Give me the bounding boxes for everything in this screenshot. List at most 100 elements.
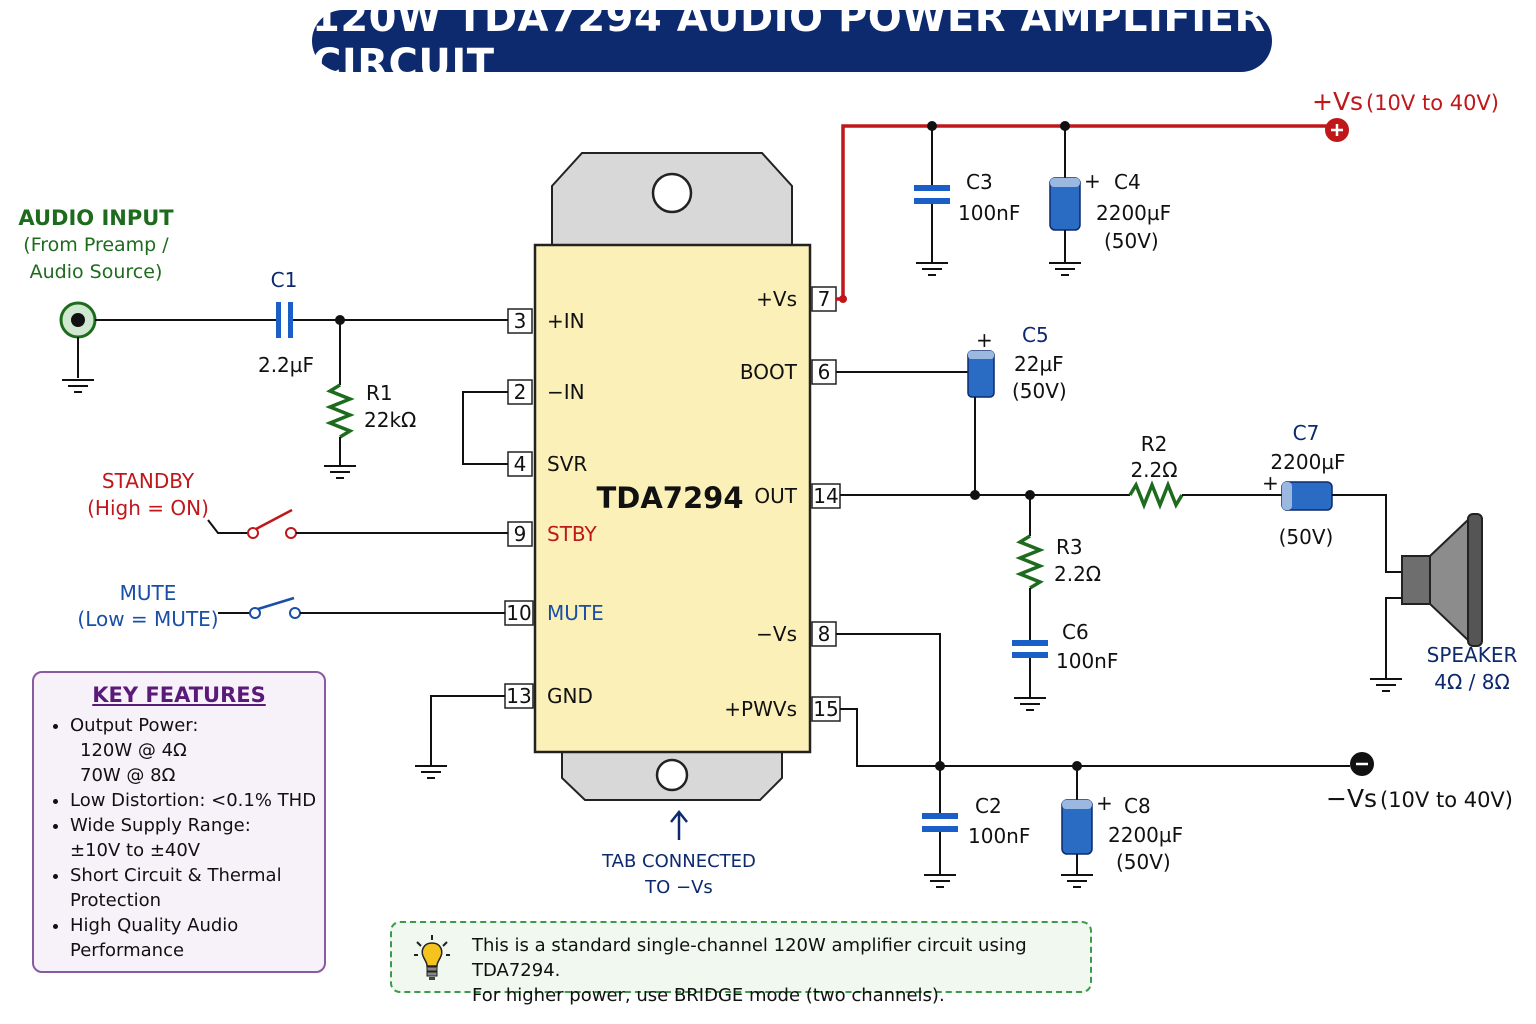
svg-text:+: +: [1096, 791, 1113, 815]
svg-text:2200µF: 2200µF: [1096, 201, 1171, 225]
svg-text:(50V): (50V): [1012, 379, 1067, 403]
svg-text:2.2Ω: 2.2Ω: [1054, 562, 1101, 586]
svg-text:R2: R2: [1141, 432, 1168, 456]
pin-9-label: STBY: [547, 522, 598, 546]
pin-2-num: 2: [514, 380, 527, 404]
svg-text:C3: C3: [966, 170, 993, 194]
key-features-heading: KEY FEATURES: [92, 683, 266, 707]
tab-note: TAB CONNECTED TO −Vs: [601, 809, 756, 898]
pin-4-label: SVR: [547, 452, 587, 476]
resistor-r2: R2 2.2Ω: [1128, 432, 1184, 510]
audio-input-label: AUDIO INPUT (From Preamp / Audio Source): [18, 206, 174, 283]
svg-text:2.2µF: 2.2µF: [258, 353, 314, 377]
svg-text:(50V): (50V): [1104, 229, 1159, 253]
pin-15-num: 15: [813, 697, 838, 721]
feature-item: Wide Supply Range: ±10V to ±40V: [70, 813, 324, 863]
capacitor-c1: C1 2.2µF: [258, 268, 314, 377]
feature-item: Low Distortion: <0.1% THD: [70, 788, 324, 813]
svg-text:(50V): (50V): [1116, 850, 1171, 874]
svg-text:C8: C8: [1124, 794, 1151, 818]
resistor-r3: R3 2.2Ω: [1015, 534, 1101, 590]
right-pins: 7 +Vs 6 BOOT 14 OUT 8 −Vs 15 +PWVs: [724, 286, 841, 722]
pin-8-label: −Vs: [756, 622, 797, 646]
svg-text:100nF: 100nF: [958, 201, 1020, 225]
svg-text:100nF: 100nF: [1056, 649, 1118, 673]
pin-7-num: 7: [818, 287, 831, 311]
capacitor-c7: + C7 2200µF (50V): [1262, 421, 1346, 549]
mute-switch-icon: [218, 596, 505, 619]
svg-text:+: +: [976, 328, 993, 352]
capacitor-c5: + C5 22µF (50V): [967, 323, 1067, 403]
pin-4-num: 4: [514, 452, 527, 476]
supply-neg-label: −Vs: [1326, 784, 1377, 813]
left-pins: 3 +IN 2 −IN 4 SVR 9 STBY 10 MUTE 13 GND: [504, 308, 604, 709]
svg-text:C6: C6: [1062, 620, 1089, 644]
svg-text:TAB CONNECTED: TAB CONNECTED: [601, 851, 756, 872]
standby-switch-icon: [207, 508, 508, 539]
svg-text:MUTE: MUTE: [120, 581, 177, 605]
svg-text:2200µF: 2200µF: [1270, 450, 1345, 474]
pin-10-label: MUTE: [547, 601, 604, 625]
pin-2-label: −IN: [547, 380, 585, 404]
svg-text:22kΩ: 22kΩ: [364, 408, 416, 432]
standby-label: STANDBY (High = ON): [87, 469, 209, 520]
svg-text:R3: R3: [1056, 535, 1083, 559]
svg-text:22µF: 22µF: [1014, 352, 1064, 376]
svg-text:C1: C1: [271, 268, 298, 292]
pin-6-label: BOOT: [740, 360, 798, 384]
svg-text:STANDBY: STANDBY: [102, 469, 195, 493]
rca-jack-icon: [59, 301, 97, 393]
svg-text:4Ω / 8Ω: 4Ω / 8Ω: [1434, 670, 1509, 694]
pin-9-num: 9: [514, 522, 527, 546]
ic-name: TDA7294: [596, 481, 743, 515]
capacitor-c6: C6 100nF: [1012, 620, 1118, 711]
pin-3-num: 3: [514, 309, 527, 333]
svg-text:100nF: 100nF: [968, 824, 1030, 848]
feature-item: High Quality Audio Performance: [70, 913, 324, 963]
mute-label: MUTE (Low = MUTE): [77, 581, 218, 631]
svg-text:TO −Vs: TO −Vs: [644, 877, 713, 898]
speaker-label: SPEAKER 4Ω / 8Ω: [1427, 643, 1518, 694]
ic-tda7294: TDA7294: [533, 152, 812, 801]
supply-neg-range: (10V to 40V): [1380, 788, 1513, 812]
svg-text:(Low = MUTE): (Low = MUTE): [77, 607, 218, 631]
capacitor-c4: + C4 2200µF (50V): [1048, 126, 1171, 276]
svg-text:2.2Ω: 2.2Ω: [1130, 458, 1177, 482]
capacitor-c2: C2 100nF: [922, 766, 1030, 888]
pin-15-label: +PWVs: [724, 697, 797, 721]
supply-pos-label: +Vs: [1312, 87, 1363, 116]
key-features-box: KEY FEATURES Output Power: 120W @ 4Ω 70W…: [32, 671, 326, 973]
svg-text:2200µF: 2200µF: [1108, 823, 1183, 847]
negative-supply-rail: −Vs (10V to 40V): [836, 633, 1513, 813]
key-features-list: Output Power: 120W @ 4Ω 70W @ 8Ω Low Dis…: [34, 713, 324, 963]
svg-text:R1: R1: [366, 381, 393, 405]
svg-text:C4: C4: [1114, 170, 1141, 194]
lightbulb-icon: [414, 935, 450, 980]
capacitor-c3: C3 100nF: [914, 126, 1020, 276]
svg-text:C5: C5: [1022, 323, 1049, 347]
positive-supply-rail: +Vs (10V to 40V): [836, 87, 1499, 303]
svg-text:SPEAKER: SPEAKER: [1427, 643, 1518, 667]
svg-text:C2: C2: [975, 794, 1002, 818]
note-text: This is a standard single-channel 120W a…: [472, 933, 1090, 1008]
svg-text:(50V): (50V): [1279, 525, 1334, 549]
pin-6-num: 6: [818, 360, 831, 384]
pin-13-num: 13: [506, 684, 531, 708]
resistor-r1: R1 22kΩ: [325, 381, 416, 439]
pin-7-label: +Vs: [756, 287, 797, 311]
note-box: This is a standard single-channel 120W a…: [390, 921, 1092, 1006]
svg-text:Audio Source): Audio Source): [30, 261, 163, 283]
pin-13-label: GND: [547, 684, 593, 708]
pin-14-num: 14: [813, 484, 838, 508]
feature-item: Output Power: 120W @ 4Ω 70W @ 8Ω: [70, 713, 324, 788]
title-banner: 120W TDA7294 AUDIO POWER AMPLIFIER CIRCU…: [312, 0, 1272, 87]
pin-10-num: 10: [506, 601, 531, 625]
speaker-icon: [1401, 513, 1483, 647]
page-title: 120W TDA7294 AUDIO POWER AMPLIFIER CIRCU…: [312, 0, 1266, 87]
svg-text:+: +: [1084, 169, 1101, 193]
pin-14-label: OUT: [754, 484, 797, 508]
capacitor-c8: + C8 2200µF (50V): [1060, 766, 1183, 888]
note-line-2: For higher power, use BRIDGE mode (two c…: [472, 985, 945, 1006]
svg-text:AUDIO INPUT: AUDIO INPUT: [18, 206, 174, 230]
